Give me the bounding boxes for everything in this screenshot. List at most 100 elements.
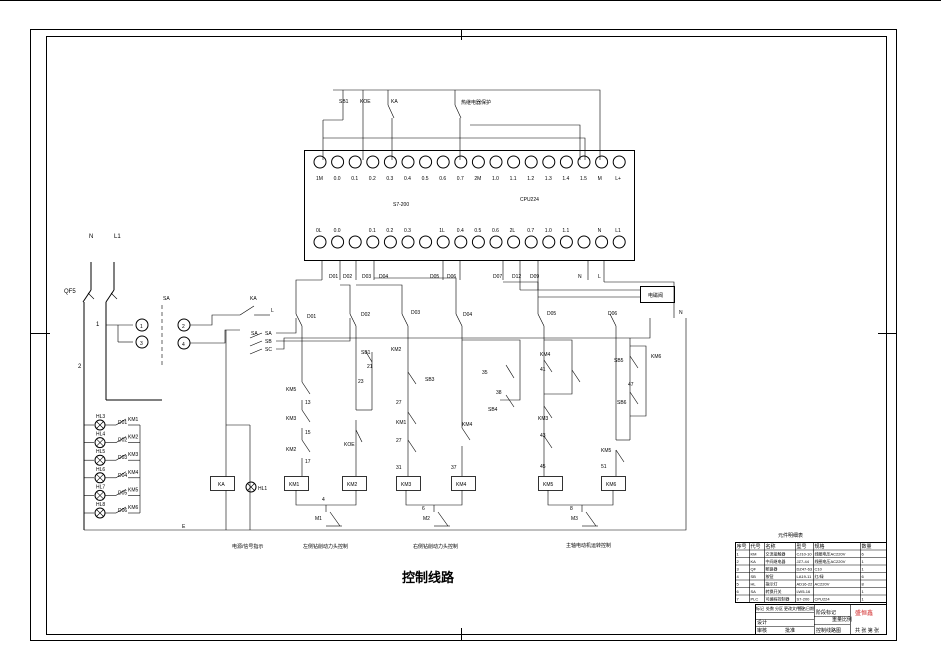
b3-27: 27	[396, 400, 402, 406]
indicator-contact-label: D01	[118, 420, 127, 426]
parts-table-cell: LA19-11	[797, 574, 813, 579]
parts-table-cell: LW5-16	[797, 589, 811, 594]
parts-table-cell: 1	[862, 589, 865, 594]
plc-top-terminal-label: 1.4	[562, 176, 569, 182]
relay-coil-label: KM4	[456, 482, 467, 488]
parts-table-cell: 线圈电压AC220V	[815, 558, 846, 564]
plc-top-terminal	[331, 155, 345, 169]
sa-pos-4-text: 4	[182, 342, 185, 348]
parts-table-cell: 3	[737, 567, 740, 572]
plc-input-koe: KOE	[360, 99, 371, 105]
plc-bottom-terminal	[331, 235, 345, 249]
selector-contacts: SA SA SB SC	[249, 318, 651, 355]
relay-coil	[396, 476, 421, 491]
b5-km4: KM4	[540, 352, 551, 358]
label-l1: L1	[114, 234, 121, 240]
indicator-lamp-label: HL4	[96, 432, 105, 438]
plc-bottom-terminal-label: 0.0	[334, 228, 341, 234]
branch-km3: SB3 27 KM1 27 31	[396, 326, 435, 476]
b3-27b: 27	[396, 438, 402, 444]
motor-m2: M2	[423, 516, 430, 522]
b3-31: 31	[396, 465, 402, 471]
sheet-label: 共 张 第 张	[855, 627, 879, 634]
label-n-right: N	[679, 310, 683, 316]
role-review: 审核	[757, 627, 767, 634]
plc-input-ka: KA	[391, 99, 398, 105]
b6-51: 51	[601, 464, 607, 470]
plc-bottom-terminal	[419, 235, 433, 249]
parts-table-header: 名称	[766, 543, 776, 550]
branch-km5: KM4 41 KM3 43 45	[538, 326, 581, 476]
company-stamp: 盛恒鑫	[855, 609, 873, 617]
m1-switch: M1	[315, 511, 342, 527]
plc-bottom-terminal-label: 0.7	[527, 228, 534, 234]
role-design: 设计	[757, 619, 767, 626]
parts-table-cell: 8	[862, 582, 865, 587]
hl1-lamp	[245, 481, 257, 493]
plc-bottom-terminal	[401, 235, 415, 249]
b5-45: 45	[540, 464, 546, 470]
mid-stage: 阶段标记	[816, 609, 836, 616]
parts-table-cell: 线圈电压AC220V	[815, 551, 846, 557]
plc-top-terminal-label: 0.6	[439, 176, 446, 182]
caption-spindle: 主轴电动机运转控制	[566, 542, 611, 549]
plc-top-terminal-label: 0.4	[404, 176, 411, 182]
plc-top-terminal	[419, 155, 433, 169]
plc-top-terminal-label: L+	[615, 176, 621, 182]
plc-bottom-terminal-label: N	[598, 228, 602, 234]
indicator-relay-label: KM1	[128, 417, 139, 423]
outer-border	[30, 29, 897, 641]
plc-top-terminal	[595, 155, 609, 169]
plc-bottom-terminal-label: 0.3	[404, 228, 411, 234]
plc-bottom-terminal	[577, 235, 591, 249]
plc-bottom-terminal-label: 1L	[439, 228, 445, 234]
drawing-title: 控制线路	[402, 570, 455, 585]
plc-top-terminal	[577, 155, 591, 169]
wire-e-label: E	[182, 524, 186, 530]
plc-input-thermal: 热继电器保护	[461, 99, 491, 106]
relay-coil	[538, 476, 563, 491]
role-approve: 批准	[785, 627, 795, 634]
b6-sb5: SB5	[614, 358, 624, 364]
parts-table-cell: SB	[751, 574, 757, 579]
indicator-relay-label: KM5	[128, 487, 139, 493]
parts-table-cell: 转换开关	[766, 588, 782, 594]
mid-scale: 比例	[842, 616, 852, 623]
signature-label: 签名	[798, 605, 806, 611]
indicator-lamp-label: HL5	[96, 449, 105, 455]
out-wire-l: L	[598, 274, 601, 280]
parts-table-cell: HL	[751, 582, 757, 587]
plc-top-terminal-label: 1.2	[527, 176, 534, 182]
plc-bottom-terminal-label: 0.2	[386, 228, 393, 234]
parts-table-cell: 6	[862, 552, 865, 557]
power-section: N L1 QF5 1 2 1 3 SA 2 4 KA L N	[64, 234, 687, 550]
indicator-lamp-label: HL7	[96, 484, 105, 490]
sel-sb: SB	[265, 339, 272, 345]
plc-bottom-terminal	[507, 235, 521, 249]
plc-input-sb1: SB1	[339, 99, 349, 105]
indicator-relay-label: KM4	[128, 470, 139, 476]
b2-koe: KOE	[344, 442, 355, 448]
caption-left-head: 左侧钻削动力头控制	[303, 543, 348, 550]
parts-table-cell: DZ47-63	[797, 567, 813, 572]
indicator-relay-label: KM6	[128, 505, 139, 511]
signature-labels: 标记处数分区更改文件号签名日期	[756, 605, 814, 611]
branch-km1: KM5 13 KM3 15 KM2 17	[286, 326, 311, 476]
b1-15: 15	[305, 430, 311, 436]
plc-bottom-terminal	[383, 235, 397, 249]
indicator-lamp-label: HL6	[96, 467, 105, 473]
indicator-contact-label: D02	[118, 438, 127, 444]
plc-top-terminal	[524, 155, 538, 169]
parts-table-cell: SA	[751, 589, 757, 594]
parts-table-cell: AD16-22	[797, 582, 814, 587]
plc-bottom-terminal	[436, 235, 450, 249]
plc-bottom-terminal	[348, 235, 362, 249]
motor-num-8: 8	[570, 506, 573, 512]
plc-top-terminal-label: 0.3	[386, 176, 393, 182]
signature-label: 标记	[756, 605, 764, 611]
hl1-label: HL1	[258, 486, 267, 492]
b4-sb2: 35	[482, 370, 488, 376]
branch-d02: D02	[361, 312, 370, 318]
